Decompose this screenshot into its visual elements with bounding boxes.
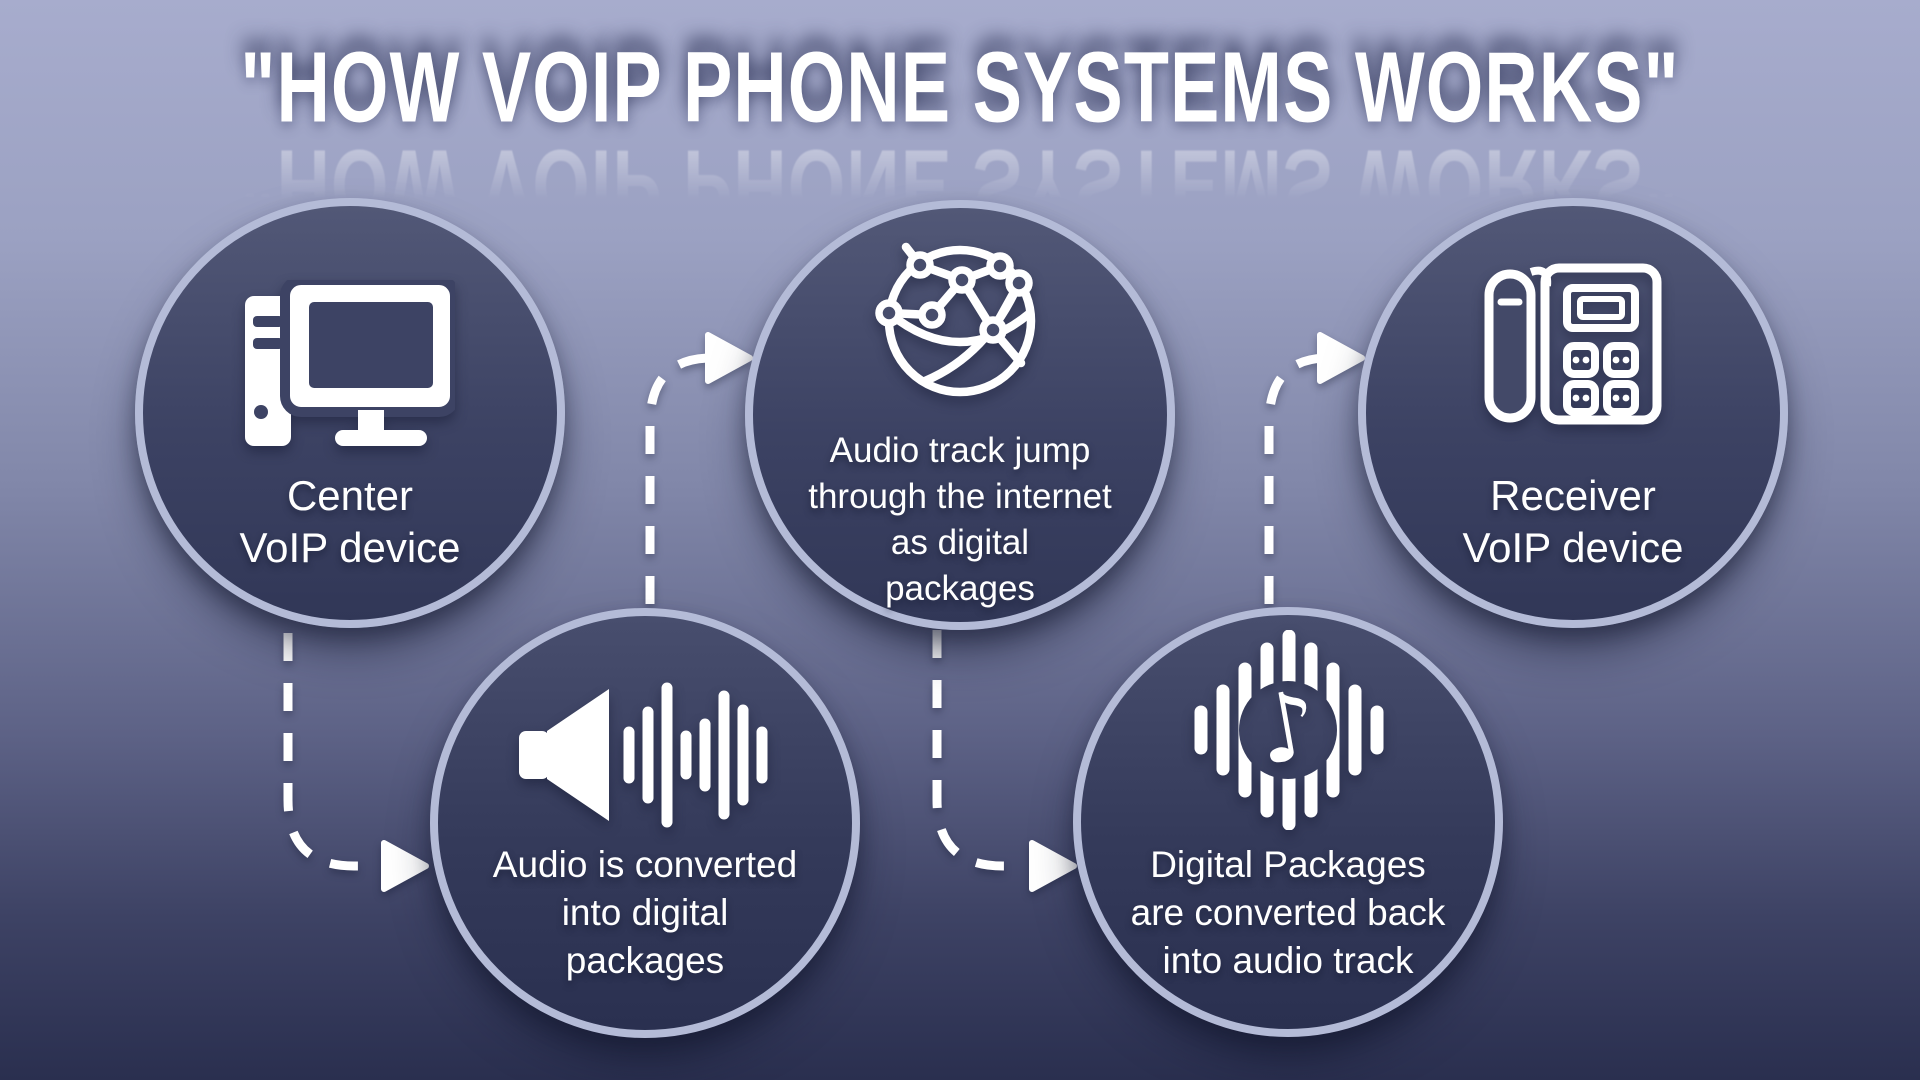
flow-arrow-1-line xyxy=(283,633,374,871)
node-audio-to-digital: Audio is converted into digital packages xyxy=(430,608,860,1038)
page-title: "HOW VOIP PHONE SYSTEMS WORKS" xyxy=(240,31,1680,144)
globe-network-icon xyxy=(875,233,1045,403)
node-label: Receiver VoIP device xyxy=(1462,472,1684,571)
flow-arrow-4-head xyxy=(1317,332,1365,384)
flow-arrow-3-head xyxy=(1029,840,1077,892)
node-label: Center VoIP device xyxy=(239,472,461,571)
node-digital-to-audio: ♪ Digital Packages are converted back in… xyxy=(1073,607,1503,1037)
flow-arrow-2-line xyxy=(645,353,720,604)
node-label: Audio track jump through the internet as… xyxy=(808,431,1112,608)
node-label: Audio is converted into digital packages xyxy=(492,844,798,981)
node-label: Digital Packages are converted back into… xyxy=(1130,844,1446,981)
node-receiver-voip-device: Receiver VoIP device xyxy=(1358,198,1788,628)
flow-arrow-1-head xyxy=(381,840,429,892)
soundwave-music-note-icon: ♪ xyxy=(1188,629,1388,831)
flow-arrow-4-line xyxy=(1264,353,1329,604)
node-center-voip-device: Center VoIP device xyxy=(135,198,565,628)
desktop-computer-icon xyxy=(245,275,460,446)
speaker-soundwave-icon xyxy=(519,680,771,830)
desk-phone-icon xyxy=(1483,256,1663,428)
node-internet-transit: Audio track jump through the internet as… xyxy=(745,200,1175,630)
flow-arrow-2-head xyxy=(705,332,753,384)
flow-arrow-3-line xyxy=(932,630,1022,871)
